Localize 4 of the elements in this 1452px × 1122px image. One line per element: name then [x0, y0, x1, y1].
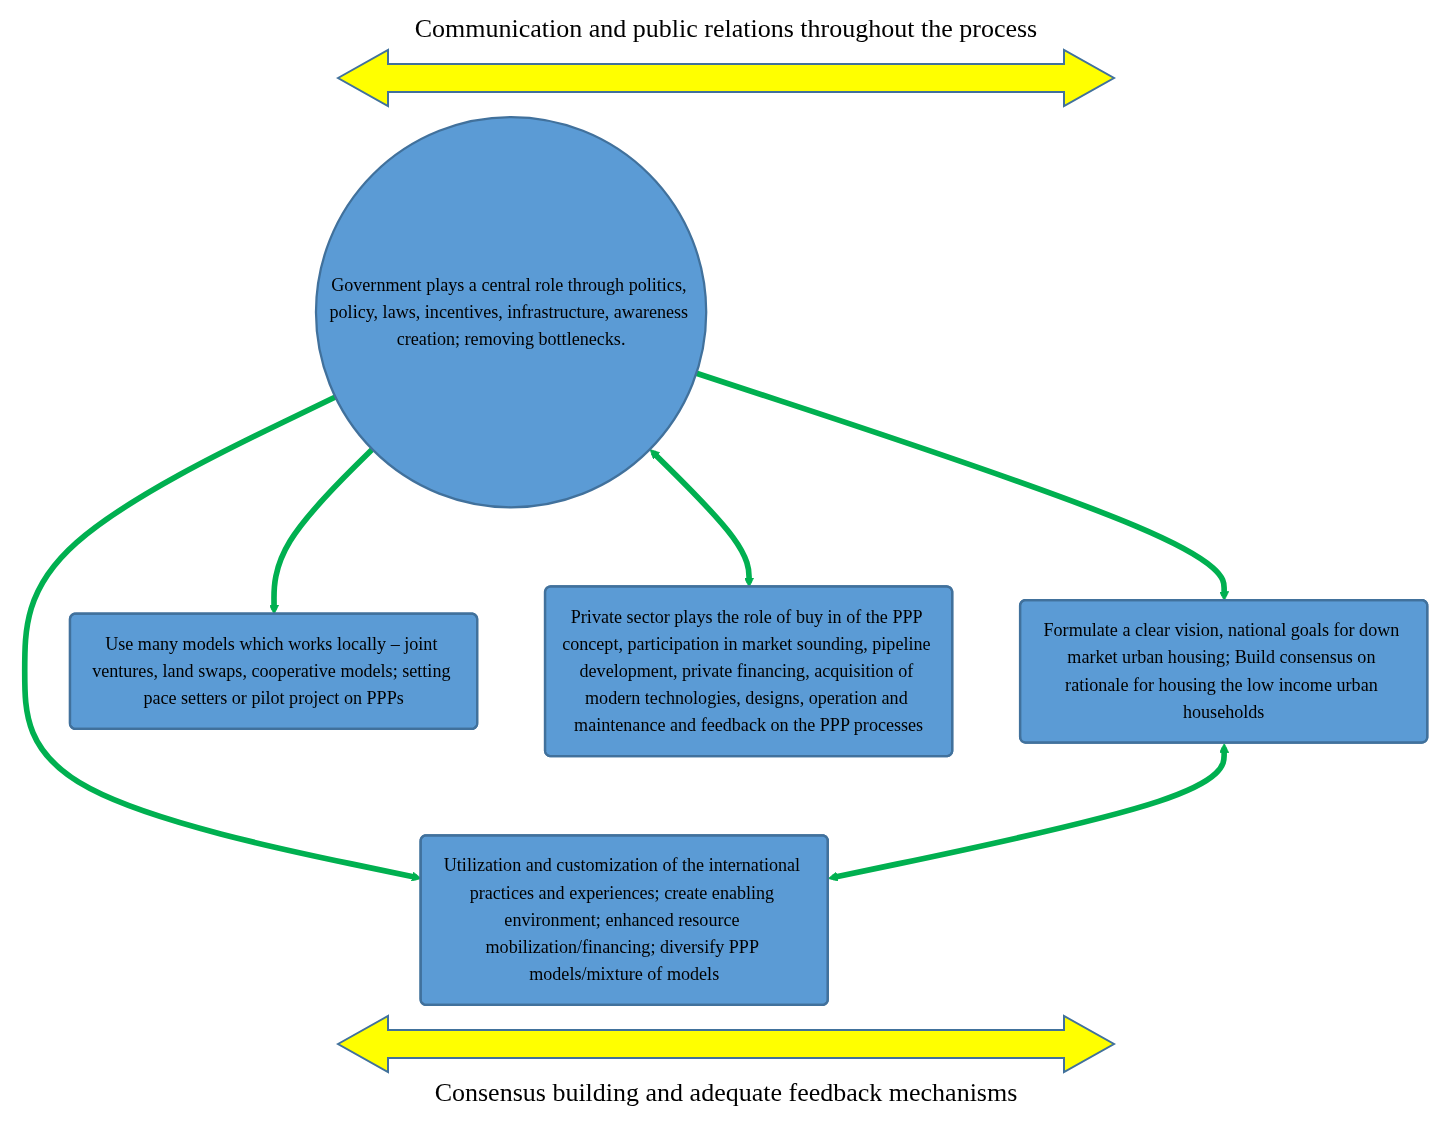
node-circle: Government plays a central role through politics, policy, laws, incentives, infrastructure, awareness creation; removing bottlenecks. [314, 115, 708, 509]
arrow [827, 743, 1230, 882]
band-label: Consensus building and adequate feedback mechanisms [434, 1078, 1018, 1108]
band-label: Communication and public relations throughout the process [414, 14, 1038, 44]
